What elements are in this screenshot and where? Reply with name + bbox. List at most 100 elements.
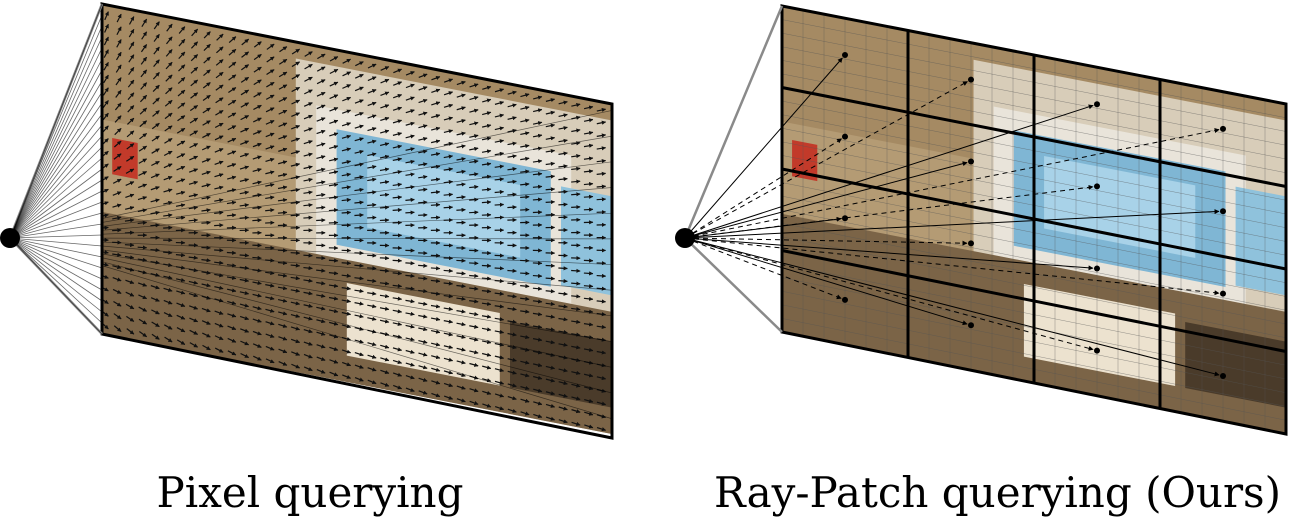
- pixel-ray-arrow: [138, 145, 147, 152]
- pixel-ray-arrow: [405, 172, 415, 177]
- pixel-ray-arrow: [341, 311, 352, 316]
- pixel-ray-arrow: [596, 401, 607, 406]
- pixel-ray-arrow: [481, 136, 492, 141]
- pixel-ray-arrow: [494, 291, 505, 296]
- pixel-ray-arrow: [126, 117, 135, 125]
- pixel-ray-arrow: [494, 113, 505, 118]
- pixel-ray-arrow: [456, 309, 466, 314]
- pixel-ray-arrow: [571, 115, 581, 120]
- pixel-ray-arrow: [418, 136, 428, 142]
- pixel-ray-arrow: [176, 127, 186, 134]
- pixel-ray-arrow: [266, 56, 275, 63]
- pixel-ray-arrow: [203, 43, 211, 52]
- pixel-ray-arrow: [571, 268, 581, 273]
- pixel-ray-arrow: [102, 188, 109, 194]
- pixel-ray-arrow: [418, 174, 428, 180]
- pixel-ray-arrow: [494, 164, 505, 169]
- pixel-ray-arrow: [507, 103, 517, 108]
- pixel-ray-arrow: [175, 265, 186, 270]
- pixel-ray-arrow: [354, 137, 364, 142]
- pixel-ray-arrow: [278, 97, 288, 103]
- pixel-ray-arrow: [316, 142, 326, 147]
- pixel-ray-arrow: [532, 197, 543, 202]
- patch-query-point: [1220, 372, 1226, 379]
- pixel-ray-arrow: [380, 91, 390, 96]
- pixel-ray-arrow: [405, 349, 415, 354]
- pixel-ray-arrow: [443, 268, 454, 273]
- pixel-ray-arrow: [443, 116, 454, 121]
- pixel-ray-arrow: [329, 359, 339, 364]
- pixel-ray-arrow: [533, 95, 543, 100]
- pixel-ray-arrow: [125, 168, 135, 174]
- pixel-ray-arrow: [354, 263, 364, 268]
- pixel-ray-arrow: [558, 291, 568, 296]
- pixel-ray-arrow: [494, 304, 505, 309]
- pixel-ray-arrow: [507, 90, 517, 95]
- pixel-ray-arrow: [443, 78, 454, 83]
- pixel-ray-arrow: [201, 270, 211, 275]
- pixel-ray-arrow: [290, 301, 301, 306]
- pixel-ray-arrow: [165, 74, 173, 82]
- pixel-ray-arrow: [456, 360, 466, 365]
- pixel-ray-arrow: [176, 290, 186, 295]
- pixel-ray-arrow: [277, 260, 288, 266]
- pixel-ray-arrow: [103, 49, 109, 58]
- pixel-ray-arrow: [128, 16, 135, 25]
- pixel-ray-arrow: [329, 119, 339, 125]
- pixel-ray-arrow: [507, 179, 517, 184]
- pixel-ray-arrow: [277, 198, 288, 203]
- pixel-ray-arrow: [317, 53, 326, 60]
- pixel-ray-arrow: [380, 332, 390, 337]
- patch-query-rays: [684, 51, 1226, 379]
- pixel-ray-arrow: [367, 63, 377, 69]
- pixel-ray-arrow: [151, 122, 160, 130]
- pixel-ray-arrow: [532, 363, 543, 368]
- pixel-ray-arrow: [278, 109, 288, 115]
- pixel-ray-arrow: [545, 174, 556, 179]
- pixel-ray-arrow: [278, 361, 288, 366]
- pixel-ray-arrow: [290, 326, 301, 331]
- pixel-ray-arrow: [341, 147, 352, 152]
- pixel-ray: [102, 212, 612, 239]
- pixel-ray-arrow: [215, 59, 224, 66]
- pixel-ray-arrow: [290, 150, 301, 155]
- pixel-ray-arrow: [558, 368, 568, 373]
- pixel-ray-arrow: [150, 186, 160, 191]
- pixel-ray-arrow: [443, 154, 454, 159]
- pixel-ray-arrow: [103, 62, 109, 71]
- pixel-ray-arrow: [507, 192, 517, 197]
- pixel-ray-arrow: [583, 296, 594, 301]
- fan-ray: [9, 234, 103, 239]
- pixel-ray-arrow: [113, 325, 122, 333]
- pixel-ray-arrow: [113, 140, 122, 148]
- pixel-ray-arrow: [253, 355, 262, 361]
- pixel-ray-arrow: [418, 98, 428, 104]
- pixel-ray-arrow: [341, 122, 352, 127]
- patch-query-point: [1220, 208, 1226, 215]
- pixel-ray-arrow: [583, 143, 594, 148]
- patch-query-point: [968, 76, 974, 83]
- fan-ray: [9, 201, 103, 239]
- pixel-ray-arrow: [265, 145, 275, 150]
- pixel-ray-arrow: [583, 335, 594, 340]
- pixel-ray-arrow: [596, 299, 607, 304]
- pixel-ray-arrow: [265, 321, 275, 326]
- caption-ray-patch-querying: Ray-Patch querying (Ours): [714, 468, 1281, 517]
- pixel-ray-arrow: [201, 183, 211, 188]
- pixel-ray-arrow: [418, 352, 428, 357]
- pixel-ray-arrow: [481, 263, 492, 268]
- pixel-ray-arrow: [380, 78, 390, 84]
- pixel-ray-arrow: [392, 334, 403, 339]
- pixel-ray-arrow: [304, 51, 313, 57]
- pixel-ray-arrow: [354, 86, 364, 92]
- pixel-ray-arrow: [163, 163, 173, 169]
- pixel-ray-arrow: [329, 132, 339, 137]
- pixel-ray-arrow: [240, 76, 249, 83]
- pixel-ray-arrow: [188, 293, 199, 298]
- pixel-ray-arrow: [278, 135, 288, 140]
- pixel-ray-arrow: [278, 71, 288, 78]
- pixel-ray-arrow: [469, 400, 479, 406]
- pixel-ray-arrow: [277, 210, 288, 215]
- pixel-ray-arrow: [291, 99, 301, 105]
- patch-query-point: [1094, 347, 1100, 354]
